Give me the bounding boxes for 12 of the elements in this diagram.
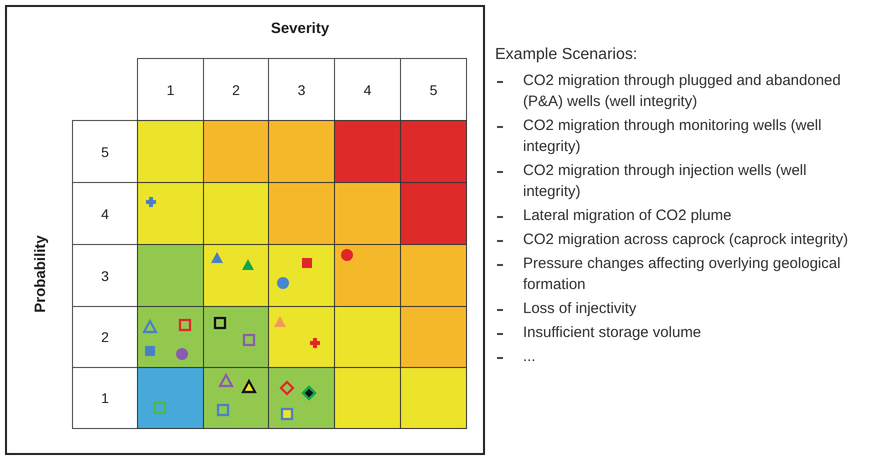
list-item: ... <box>523 347 537 367</box>
list-item: Pressure changes affecting overlying geological formation <box>523 254 842 295</box>
list-item: Loss of injectivity <box>523 299 638 319</box>
axis-title: Probability <box>30 234 50 315</box>
list-item: CO2 migration through monitoring wells (well integrity) <box>523 116 822 157</box>
list-heading: Example Scenarios: <box>495 45 638 65</box>
axis-title: Severity <box>270 18 330 38</box>
list-item: CO2 migration through plugged and abandoned (P&A) wells (well integrity) <box>523 71 842 112</box>
list-item: CO2 migration through injection wells (well integrity) <box>523 161 808 202</box>
list-item: Lateral migration of CO2 plume <box>523 206 732 226</box>
list-item: Insufficient storage volume <box>523 323 702 343</box>
list-item: CO2 migration across caprock (caprock integrity) <box>523 230 850 250</box>
